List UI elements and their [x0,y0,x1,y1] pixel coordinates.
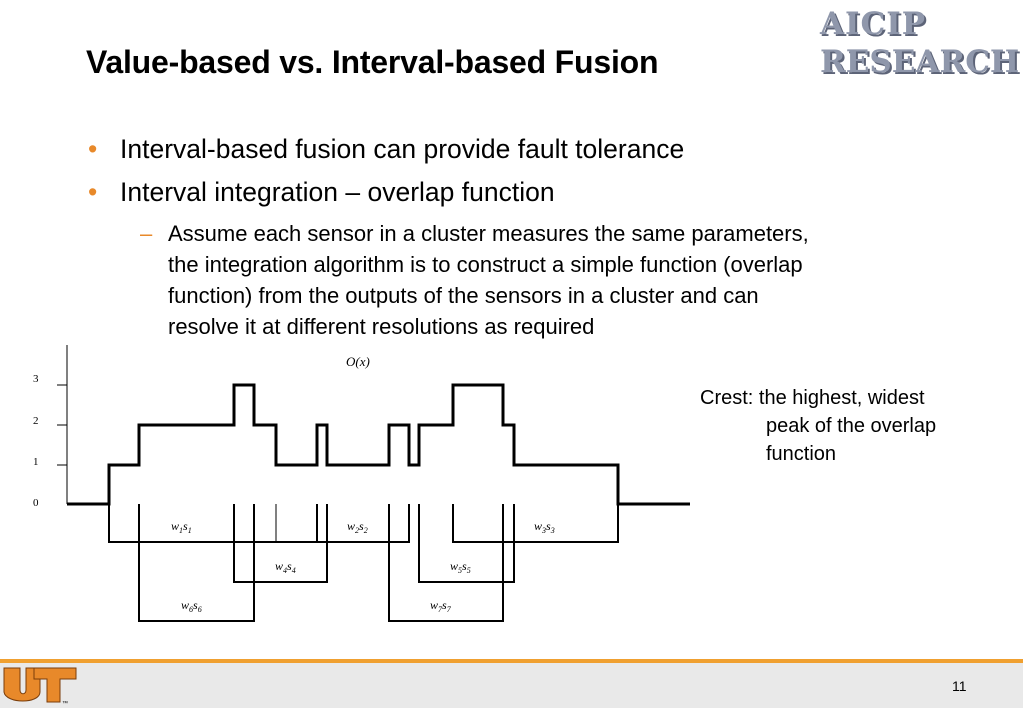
interval-w1s1 [108,504,318,543]
crest-note: Crest: the highest, widest peak of the o… [700,384,936,468]
footer-accent-line [0,659,1023,663]
crest-line-3: function [766,443,837,465]
dash-icon: – [140,221,153,246]
page-number: 11 [952,678,967,694]
y-tick-1: 1 [33,456,39,468]
y-tick-3: 3 [33,373,39,385]
label-w7s7: w7s7 [430,598,452,614]
interval-w6s6 [138,504,255,622]
sub-bullet: – Assume each sensor in a cluster measur… [140,218,948,342]
sub-bullet-line-2: the integration algorithm is to construc… [168,252,803,277]
bullet-2-text: Interval integration – overlap function [120,177,555,207]
label-w5s5: w5s5 [450,559,471,575]
crest-line-2: peak of the overlap [766,415,937,437]
sub-bullet-line-1: Assume each sensor in a cluster measures… [168,221,809,246]
ut-logo: ™ [3,667,77,707]
svg-text:™: ™ [62,700,68,707]
y-tick-0: 0 [33,497,39,509]
overlap-function-diagram: 3 2 1 0 O(x) w1s1 w2s2 w3s3 w4s4 w5s5 w6… [33,345,690,622]
bullet-dot-icon: • [88,134,98,164]
label-w1s1: w1s1 [171,519,192,535]
interval-w7s7 [388,504,504,622]
interval-w2s2 [316,504,410,543]
crest-line-1: Crest: the highest, widest [700,387,925,409]
bullet-2: • Interval integration – overlap functio… [88,177,555,208]
sub-bullet-line-3: function) from the outputs of the sensor… [168,283,759,308]
function-label: O(x) [346,354,370,369]
slide-title: Value-based vs. Interval-based Fusion [86,44,659,80]
label-w4s4: w4s4 [275,559,296,575]
y-tick-2: 2 [33,415,39,427]
interval-w5s5 [418,504,515,583]
sub-bullet-line-4: resolve it at different resolutions as r… [168,314,595,339]
overlap-function-line [67,383,690,506]
logo-line-2: RESEARCH [820,44,1020,80]
bullet-1-text: Interval-based fusion can provide fault … [120,134,685,164]
footer-bar [0,663,1023,708]
bullet-dot-icon: • [88,177,98,207]
interval-w4s4 [233,504,328,583]
aicip-research-logo: AICIP RESEARCH [818,6,1020,86]
logo-line-1: AICIP [820,6,927,42]
label-w6s6: w6s6 [181,598,202,614]
label-w3s3: w3s3 [534,519,555,535]
label-w2s2: w2s2 [347,519,368,535]
interval-w3s3 [452,504,619,543]
bullet-1: • Interval-based fusion can provide faul… [88,134,685,165]
